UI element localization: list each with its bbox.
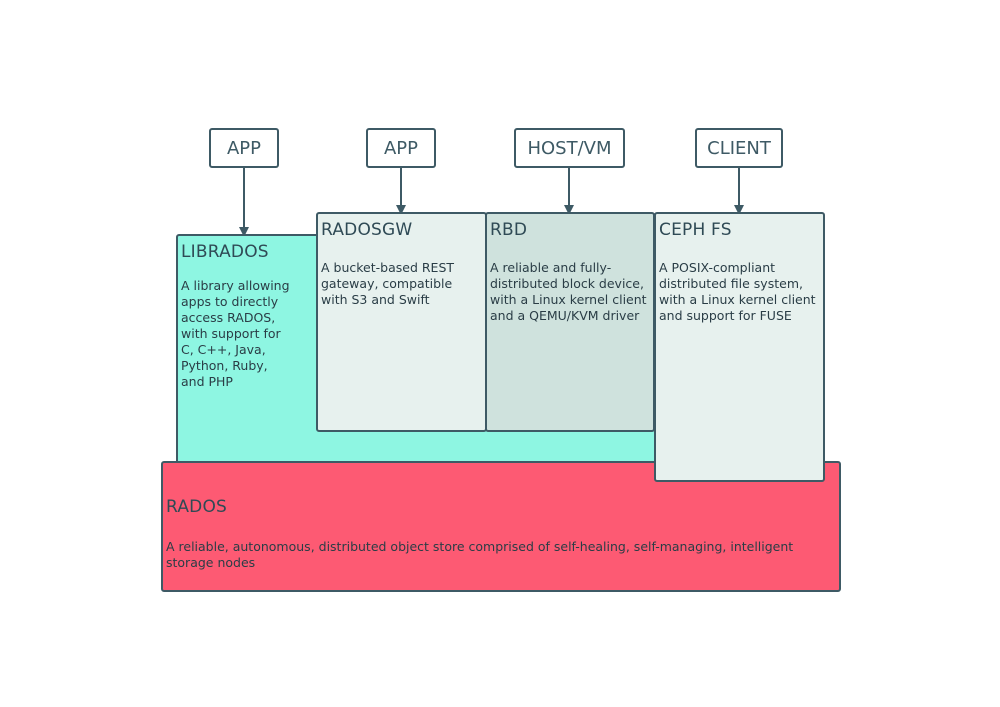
rbd-block: RBD A reliable and fully-distributed blo… [485,212,655,432]
radosgw-block: RADOSGW A bucket-based REST gateway, com… [316,212,487,432]
rados-title: RADOS [166,497,228,517]
cephfs-description: A POSIX-compliant distributed file syste… [659,260,816,323]
rbd-title: RBD [490,220,528,240]
radosgw-description: A bucket-based REST gateway, compatible … [321,260,455,307]
rbd-description: A reliable and fully-distributed block d… [490,260,647,323]
librados-description: A library allowing apps to directly acce… [181,278,290,389]
rados-description: A reliable, autonomous, distributed obje… [166,539,794,570]
radosgw-title: RADOSGW [321,220,413,240]
client-box-client: CLIENT [695,128,783,168]
cephfs-title: CEPH FS [659,220,732,240]
client-box-app-1: APP [209,128,279,168]
librados-title: LIBRADOS [181,242,269,262]
client-box-app-2: APP [366,128,436,168]
cephfs-block: CEPH FS A POSIX-compliant distributed fi… [654,212,825,482]
rados-block: RADOS A reliable, autonomous, distribute… [161,461,841,592]
client-box-host-vm: HOST/VM [514,128,625,168]
